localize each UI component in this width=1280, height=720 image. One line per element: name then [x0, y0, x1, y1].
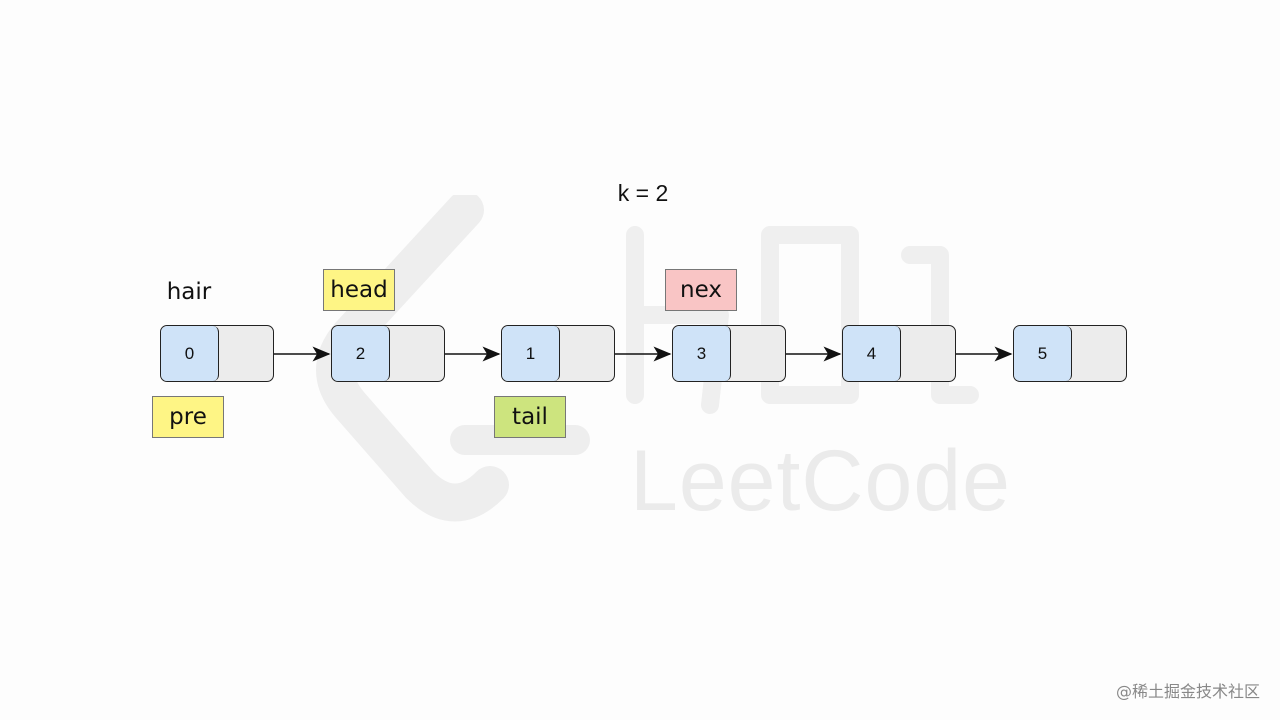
- pointer-label-pre: pre: [152, 396, 224, 438]
- list-node: 1: [501, 325, 615, 382]
- node-value: 2: [332, 326, 390, 381]
- list-node: 3: [672, 325, 786, 382]
- node-value: 1: [502, 326, 560, 381]
- credit-text: @稀土掘金技术社区: [1115, 682, 1260, 701]
- node-value: 5: [1014, 326, 1072, 381]
- pointer-label-head: head: [323, 269, 395, 311]
- node-value: 4: [843, 326, 901, 381]
- pointer-label-nex: nex: [665, 269, 737, 311]
- node-value: 3: [673, 326, 731, 381]
- pointer-label-tail: tail: [494, 396, 566, 438]
- diagram-title: k = 2: [617, 180, 669, 206]
- list-node: 5: [1013, 325, 1127, 382]
- pointer-label-hair: hair: [166, 279, 212, 305]
- list-node: 4: [842, 325, 956, 382]
- list-node: 2: [331, 325, 445, 382]
- list-node: 0: [160, 325, 274, 382]
- node-value: 0: [161, 326, 219, 381]
- watermark-text: LeetCode: [630, 433, 1011, 529]
